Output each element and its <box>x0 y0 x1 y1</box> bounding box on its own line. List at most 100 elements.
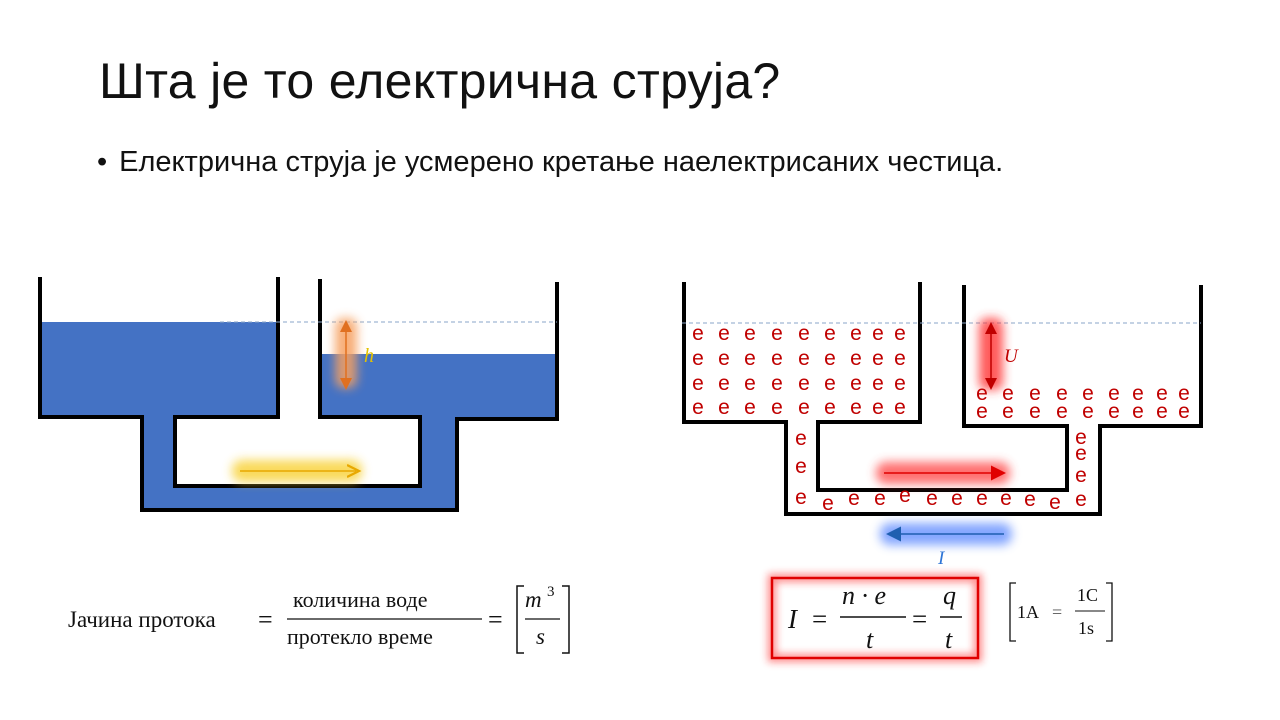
formula-lhs: I <box>787 604 799 634</box>
electron-glyph: e <box>976 487 988 510</box>
formula-den2: t <box>945 625 953 654</box>
formula-box <box>770 576 980 660</box>
electron-glyph: e <box>894 322 906 345</box>
electron-glyph: e <box>1156 382 1168 405</box>
electron-glyph: e <box>822 492 834 515</box>
ampere-num: 1C <box>1077 585 1098 605</box>
electron-glyph: e <box>1108 382 1120 405</box>
electron-glyph: e <box>1024 488 1036 511</box>
electron-glyph: e <box>798 372 810 395</box>
electron-glyph: e <box>1075 488 1087 511</box>
electron-glyph: e <box>976 382 988 405</box>
electron-glyph: e <box>926 487 938 510</box>
flow-rate-denominator: протекло време <box>287 624 433 649</box>
electron-glyph: e <box>1002 382 1014 405</box>
electron-glyph: e <box>1132 382 1144 405</box>
flow-rate-equals-1: = <box>258 605 273 634</box>
electron-glyph: e <box>1056 400 1068 423</box>
electron-glyph: e <box>744 396 756 419</box>
electron-glyph: e <box>850 322 862 345</box>
ampere-den: 1s <box>1078 618 1094 638</box>
electron-glyph: e <box>1056 382 1068 405</box>
bullet-item: • Електрична струја је усмерено кретање н… <box>97 146 1003 179</box>
electron-glyph: e <box>1156 400 1168 423</box>
unit-numerator: m <box>525 587 542 612</box>
electron-glyph: e <box>1082 400 1094 423</box>
right-tank-water <box>320 354 558 417</box>
electron-glyph: e <box>771 372 783 395</box>
electron-glyph: e <box>1049 491 1061 514</box>
electron-glyph: e <box>1132 400 1144 423</box>
electron-glyph: e <box>874 487 886 510</box>
electron-glyph: e <box>951 487 963 510</box>
electron-glyph: e <box>1108 400 1120 423</box>
electron-glyph: e <box>894 372 906 395</box>
electron-glyph: e <box>850 396 862 419</box>
electron-glyph: e <box>1000 487 1012 510</box>
electron-glyph: e <box>771 322 783 345</box>
formula-den1: t <box>866 625 874 654</box>
electron-glyph: e <box>894 396 906 419</box>
ampere-bracket-right <box>1106 582 1113 642</box>
electron-glyph: e <box>692 322 704 345</box>
electron-glyph: e <box>795 486 807 509</box>
electron-glyph: e <box>798 322 810 345</box>
unit-bracket-left <box>516 585 524 654</box>
flow-rate-equals-2: = <box>488 605 503 634</box>
electron-glyph: e <box>798 347 810 370</box>
formula-num1: n · e <box>842 581 886 610</box>
current-formula: I = n · e t = q t <box>768 574 982 662</box>
formula-equals-2: = <box>912 604 927 634</box>
electron-glyph: e <box>692 396 704 419</box>
unit-denominator: s <box>536 624 545 649</box>
electron-glyph: e <box>1075 442 1087 465</box>
electron-glyph: e <box>1075 426 1087 449</box>
electron-glyph: e <box>795 455 807 478</box>
electron-glyph: e <box>976 400 988 423</box>
unit-exponent: 3 <box>547 584 555 600</box>
unit-bracket-right <box>562 585 570 654</box>
flow-rate-numerator: количина воде <box>293 587 427 612</box>
electron-glyph: e <box>692 372 704 395</box>
electron-glyph: e <box>850 347 862 370</box>
electron-glyph: e <box>894 347 906 370</box>
current-label: I <box>937 548 946 569</box>
electron-glyph: e <box>771 396 783 419</box>
electron-glyph: e <box>718 347 730 370</box>
ampere-bracket-left <box>1009 582 1016 642</box>
ampere-lhs: 1A <box>1017 602 1039 622</box>
electron-glyph: e <box>824 396 836 419</box>
voltage-label: U <box>1004 346 1019 367</box>
electron-glyph: e <box>718 396 730 419</box>
electron-glyph: e <box>718 372 730 395</box>
left-tank-water <box>40 322 278 417</box>
electron-glyph: e <box>744 372 756 395</box>
bullet-dot-icon: • <box>97 146 108 178</box>
electron-glyph: e <box>1029 400 1041 423</box>
electron-glyph: e <box>872 322 884 345</box>
electron-glyph: e <box>1178 382 1190 405</box>
slide-title: Шта је то електрична струја? <box>99 53 781 109</box>
electron-glyph: e <box>824 322 836 345</box>
water-vessel-diagram: h <box>38 277 559 512</box>
electron-glyph: e <box>848 487 860 510</box>
electron-glyph: e <box>744 347 756 370</box>
circuit-vessel-walls <box>682 282 1203 516</box>
electron-glyph: e <box>744 322 756 345</box>
electron-glyph: e <box>1029 382 1041 405</box>
electron-glyph: e <box>1178 400 1190 423</box>
electron-glyph: e <box>872 347 884 370</box>
flow-rate-lhs: Јачина протока <box>68 607 216 632</box>
electron-glyph: e <box>1082 382 1094 405</box>
vessel-walls <box>38 277 559 512</box>
formula-num2: q <box>943 581 956 610</box>
electron-glyph: e <box>771 347 783 370</box>
electron-glyph: e <box>850 372 862 395</box>
bullet-text: Електрична струја је усмерено кретање на… <box>119 146 1004 178</box>
height-label: h <box>364 345 374 367</box>
ampere-equals: = <box>1052 602 1062 622</box>
electron-glyph: e <box>795 427 807 450</box>
